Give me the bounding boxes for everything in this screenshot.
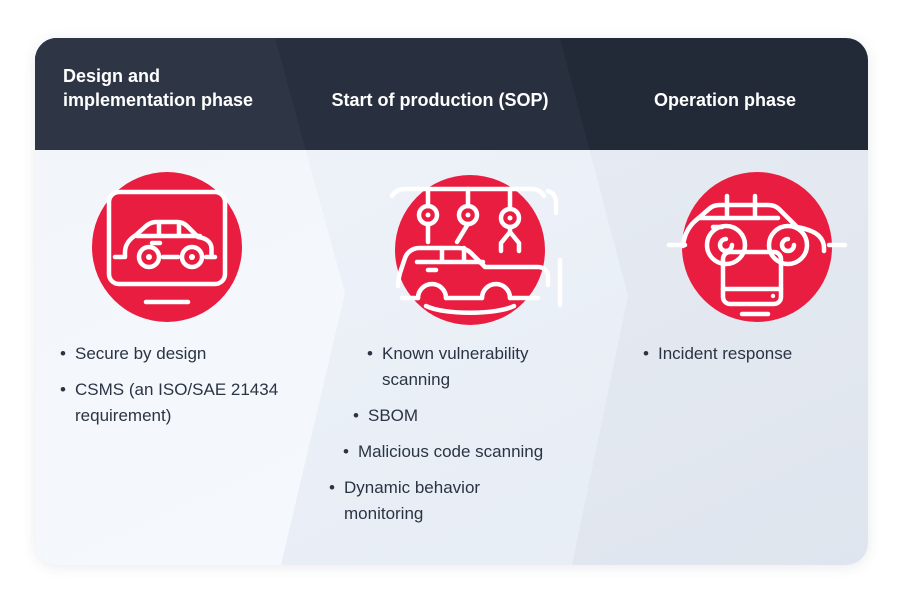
list-item-text: Dynamic behavior [344,478,481,497]
list-item-text: CSMS (an ISO/SAE 21434 [75,380,279,399]
phase-lifecycle-card: Design and implementation phase Start of… [35,38,868,565]
bullet-marker: • [643,344,649,363]
car-assembly-robots-icon [389,175,563,325]
phase-title-design-line2: implementation phase [63,90,254,110]
list-item: • Secure by design [60,341,320,367]
bullet-list-operation: • Incident response [643,341,868,377]
list-item-text: scanning [382,370,451,389]
list-item-text: requirement) [75,406,172,425]
bullet-list-design: • Secure by design • CSMS (an ISO/SAE 21… [60,341,320,439]
list-item: • CSMS (an ISO/SAE 21434 requirement) [60,377,320,429]
bullet-list-sop: • Known vulnerability scanning • SBOM • … [327,341,587,537]
phase-title-design-line1: Design and [63,66,161,86]
list-item-text: Secure by design [75,344,207,363]
list-item-text: Known vulnerability [382,344,529,363]
list-item-text: monitoring [344,504,424,523]
bullet-marker: • [329,478,335,497]
list-item-text: Malicious code scanning [358,442,544,461]
phase-title-operation: Operation phase [653,90,797,110]
list-item-text: SBOM [368,406,419,425]
list-item-text: Incident response [658,344,793,363]
car-diagnostic-device-icon [666,172,848,322]
bullet-marker: • [343,442,349,461]
list-item: • Incident response [643,341,868,367]
bullet-marker: • [353,406,359,425]
list-item: • Malicious code scanning [343,439,587,465]
list-item: • SBOM [353,403,587,429]
bullet-marker: • [60,344,66,363]
bullet-marker: • [60,380,66,399]
bullet-marker: • [367,344,373,363]
car-on-monitor-icon [92,172,242,322]
phase-title-design: Design and implementation phase [63,64,303,112]
list-item: • Known vulnerability scanning [367,341,587,393]
list-item: • Dynamic behavior monitoring [329,475,587,527]
phase-title-sop: Start of production (SOP) [331,90,549,110]
